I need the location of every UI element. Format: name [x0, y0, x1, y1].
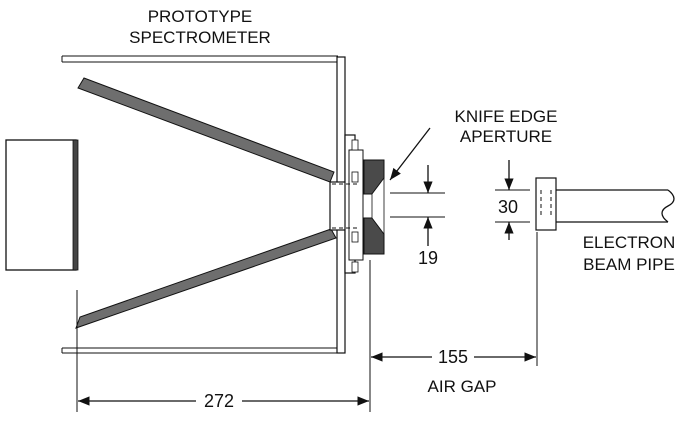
- spectrometer-length-value: 272: [204, 391, 234, 411]
- air-gap-dimension: [369, 232, 538, 412]
- aperture-label-line-1: KNIFE EDGE: [455, 107, 558, 126]
- lower-magnet-bar: [75, 228, 337, 329]
- pipe-label-line-1: ELECTRON: [583, 233, 676, 252]
- upper-magnet-bar: [77, 77, 335, 183]
- aperture-callout-arrow: [389, 127, 431, 181]
- electron-beam-pipe: [535, 177, 675, 231]
- aperture-gap-dimension: [390, 165, 445, 246]
- collimator-housing: [329, 134, 364, 274]
- title-line-2: SPECTROMETER: [129, 28, 271, 47]
- pipe-diameter-value: 30: [498, 197, 518, 217]
- aperture-label-line-2: APERTURE: [460, 127, 552, 146]
- spectrometer-length-dimension: [76, 290, 369, 412]
- detector-block: [5, 139, 79, 271]
- pipe-diameter-dimension: [495, 160, 530, 240]
- title-line-1: PROTOTYPE: [148, 7, 253, 26]
- pipe-label-line-2: BEAM PIPE: [583, 255, 675, 274]
- air-gap-value: 155: [438, 347, 468, 367]
- knife-edge-aperture: [363, 159, 385, 255]
- aperture-gap-value: 19: [418, 248, 438, 268]
- air-gap-label: AIR GAP: [428, 377, 497, 396]
